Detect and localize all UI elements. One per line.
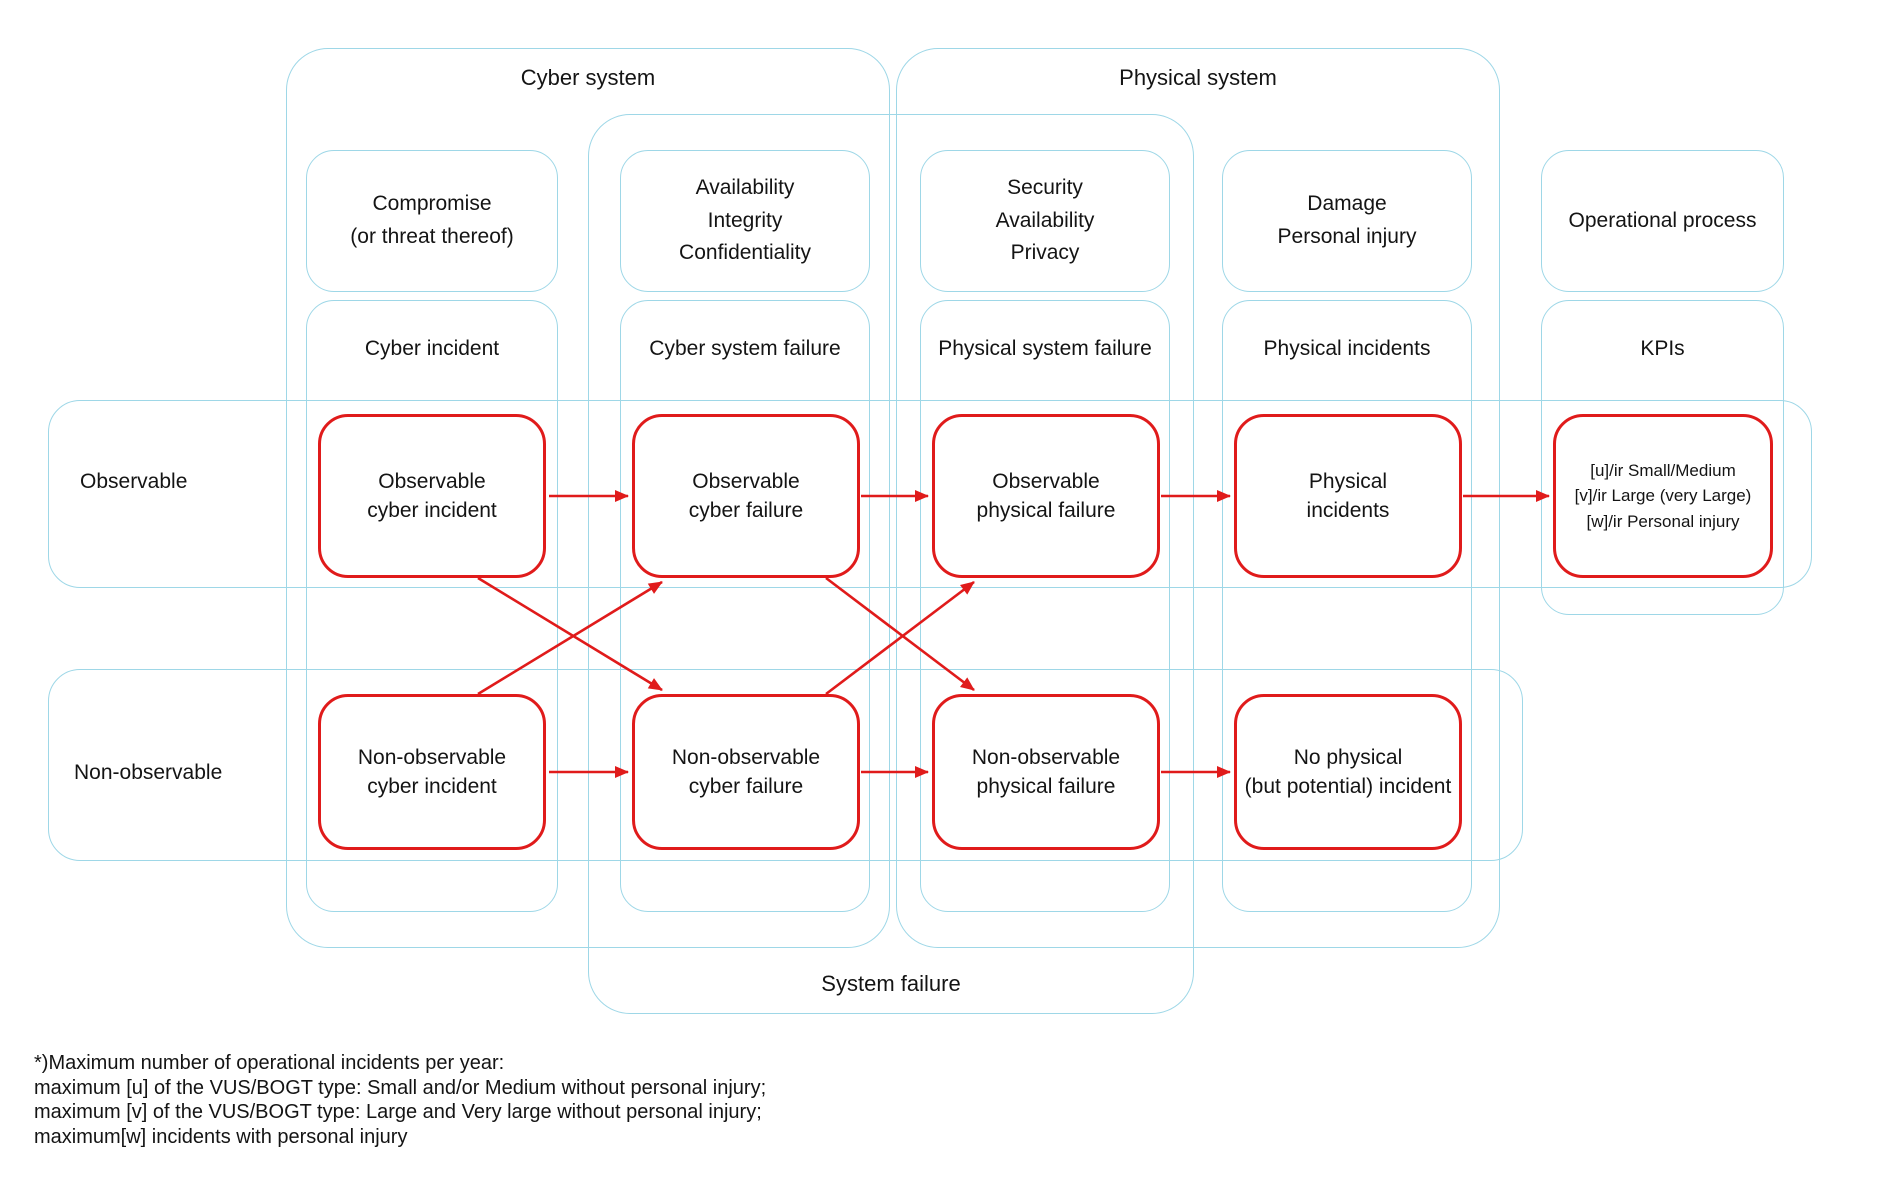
column-label-kpis: KPIs xyxy=(1640,337,1685,360)
node-non-observable-cyber-failure-label: Non-observable cyber failure xyxy=(671,745,821,798)
attribute-box-damage-personal-injury: Damage Personal injury xyxy=(1222,150,1472,292)
column-label-cyber-system-failure: Cyber system failure xyxy=(649,337,841,360)
node-non-observable-physical-failure: Non-observable physical failure xyxy=(932,694,1160,850)
group-physical-system: Physical system xyxy=(896,48,1500,948)
row-label-non-observable: Non-observable xyxy=(74,761,223,784)
node-no-physical-incident-label: No physical (but potential) incident xyxy=(1244,745,1452,798)
node-observable-cyber-incident-label: Observable cyber incident xyxy=(367,469,497,522)
group-system-failure: System failure xyxy=(588,114,1194,1014)
row-band-non-observable xyxy=(48,669,1523,861)
footnote-line-4: maximum[w] incidents with personal injur… xyxy=(34,1125,408,1148)
attribute-box-compromise: Compromise (or threat thereof) xyxy=(306,150,558,292)
footnote-line-2: maximum [u] of the VUS/BOGT type: Small … xyxy=(34,1076,767,1099)
group-cyber-system-label: Cyber system xyxy=(520,65,656,90)
attribute-text-availability-integrity-confidentiality: Availability Integrity Confidentiality xyxy=(679,176,811,265)
group-physical-system-label: Physical system xyxy=(1119,65,1277,90)
attribute-text-security-availability-privacy: Security Availability Privacy xyxy=(995,176,1095,265)
column-label-cyber-incident: Cyber incident xyxy=(364,337,500,360)
attribute-box-operational-process: Operational process xyxy=(1541,150,1784,292)
node-non-observable-cyber-failure: Non-observable cyber failure xyxy=(632,694,860,850)
node-non-observable-cyber-incident: Non-observable cyber incident xyxy=(318,694,546,850)
node-physical-incidents: Physical incidents xyxy=(1234,414,1462,578)
node-no-physical-incident: No physical (but potential) incident xyxy=(1234,694,1462,850)
attribute-text-damage-personal-injury: Damage Personal injury xyxy=(1277,192,1417,248)
node-observable-cyber-failure-label: Observable cyber failure xyxy=(688,469,804,522)
node-physical-incidents-label: Physical incidents xyxy=(1306,469,1390,522)
column-label-physical-system-failure: Physical system failure xyxy=(938,337,1152,360)
attribute-box-security-availability-privacy: Security Availability Privacy xyxy=(920,150,1170,292)
footnote-line-1: *)Maximum number of operational incident… xyxy=(34,1052,505,1074)
node-non-observable-cyber-incident-label: Non-observable cyber incident xyxy=(357,745,507,798)
footnote-line-3: maximum [v] of the VUS/BOGT type: Large … xyxy=(34,1101,762,1123)
attribute-box-availability-integrity-confidentiality: Availability Integrity Confidentiality xyxy=(620,150,870,292)
node-non-observable-physical-failure-label: Non-observable physical failure xyxy=(971,745,1121,798)
column-box-physical-incidents: Physical incidents xyxy=(1222,300,1472,912)
attribute-text-operational-process: Operational process xyxy=(1568,208,1757,232)
node-observable-physical-failure: Observable physical failure xyxy=(932,414,1160,578)
node-observable-cyber-failure: Observable cyber failure xyxy=(632,414,860,578)
node-observable-physical-failure-label: Observable physical failure xyxy=(976,469,1116,522)
column-label-physical-incidents: Physical incidents xyxy=(1263,337,1431,360)
node-observable-cyber-incident: Observable cyber incident xyxy=(318,414,546,578)
node-kpi-targets: [u]/ir Small/Medium [v]/ir Large (very L… xyxy=(1553,414,1773,578)
group-system-failure-label: System failure xyxy=(821,971,961,996)
column-box-kpis: KPIs xyxy=(1541,300,1784,615)
attribute-text-compromise: Compromise (or threat thereof) xyxy=(350,192,514,248)
node-kpi-targets-label: [u]/ir Small/Medium [v]/ir Large (very L… xyxy=(1574,460,1752,531)
footnote: *)Maximum number of operational incident… xyxy=(34,1051,766,1149)
row-label-observable: Observable xyxy=(80,470,188,493)
